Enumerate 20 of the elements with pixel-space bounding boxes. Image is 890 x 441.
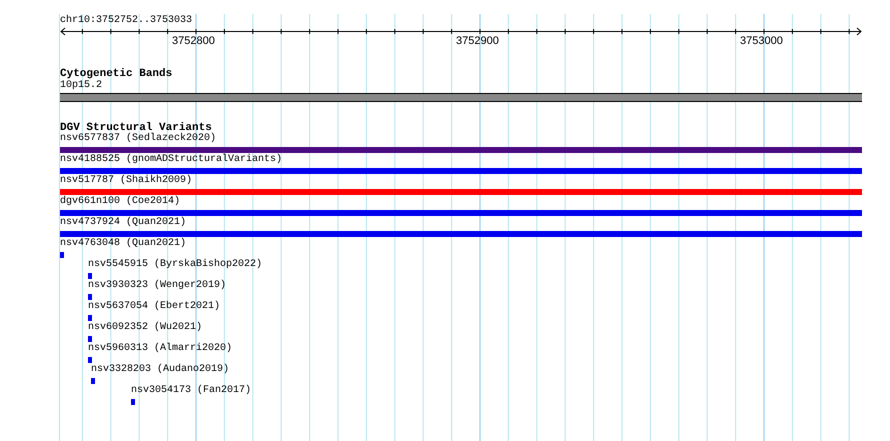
- variant-label: nsv4188525 (gnomADStructuralVariants): [60, 154, 282, 165]
- variant-label: nsv4763048 (Quan2021): [60, 238, 186, 249]
- variant-label: dgv661n100 (Coe2014): [60, 196, 180, 207]
- variant-label: nsv5960313 (Almarri2020): [88, 343, 232, 354]
- variant-label: nsv3054173 (Fan2017): [131, 385, 252, 396]
- variant-label: nsv5545915 (ByrskaBishop2022): [88, 259, 262, 270]
- variant-label: nsv6092352 (Wu2021): [88, 322, 202, 333]
- variant-label: nsv3328203 (Audano2019): [91, 364, 230, 375]
- band-name: 10p15.2: [60, 80, 102, 91]
- track-title: DGV Structural Variants: [60, 122, 212, 134]
- variant-label: nsv4737924 (Quan2021): [60, 217, 186, 228]
- variant-label: nsv517787 (Shaikh2009): [60, 175, 192, 186]
- genomic-position-label: chr10:3752752..3753033: [60, 15, 192, 26]
- track-title: Cytogenetic Bands: [60, 68, 172, 80]
- tick-label: 3752900: [456, 35, 499, 47]
- tick-label: 3753000: [740, 35, 783, 47]
- variant-label: nsv6577837 (Sedlazeck2020): [60, 133, 216, 144]
- tick-label: 3752800: [172, 35, 215, 47]
- variant-label: nsv3930323 (Wenger2019): [88, 280, 226, 291]
- variant-label: nsv5637054 (Ebert2021): [88, 301, 220, 312]
